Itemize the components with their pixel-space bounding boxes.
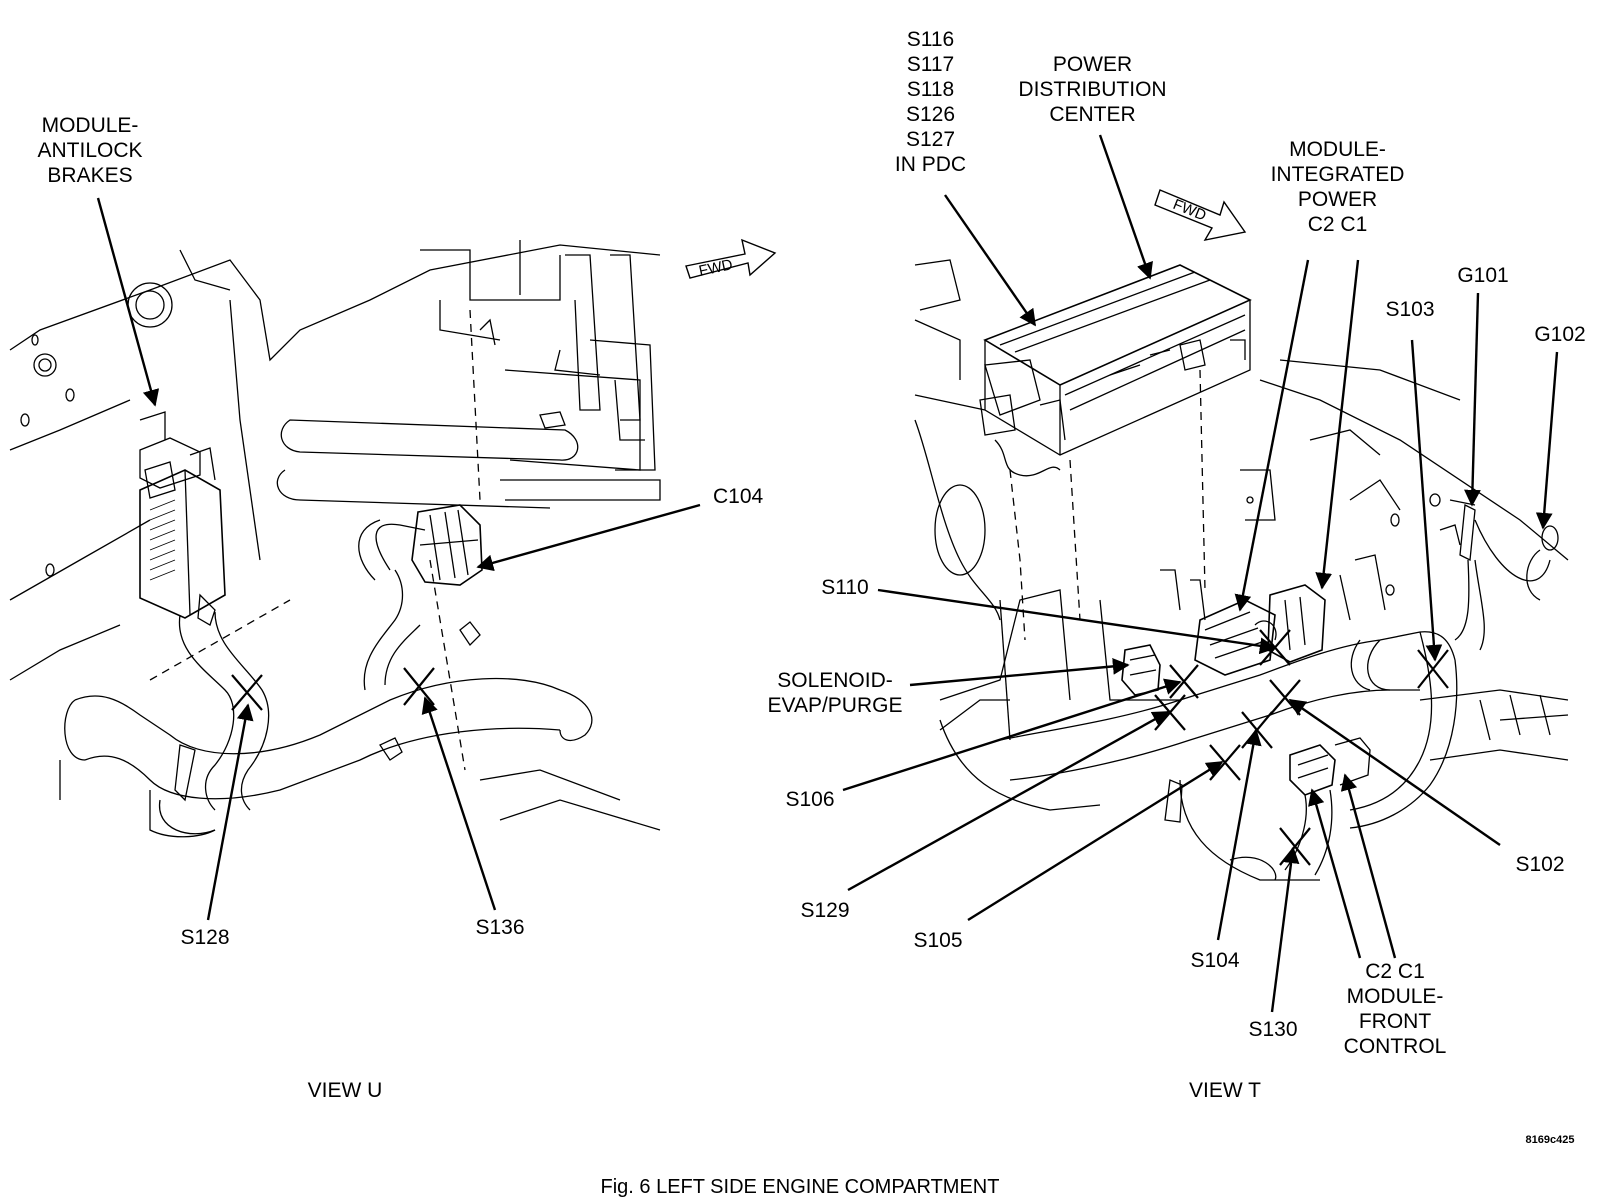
label-s103: S103 [1385, 298, 1435, 321]
figure-code: 8169c425 [1525, 1134, 1575, 1146]
label-s104: S104 [1190, 949, 1240, 972]
label-c104: C104 [713, 485, 764, 508]
leader-s129 [847, 710, 1170, 892]
view-u-drawing [9, 240, 661, 838]
leader-fcm-c2 [1308, 788, 1362, 959]
leader-pdc [1098, 134, 1153, 280]
label-s136: S136 [475, 916, 525, 939]
leader-s130 [1270, 846, 1300, 1013]
leader-fcm-c1 [1340, 773, 1397, 959]
leader-s103 [1410, 339, 1443, 662]
label-pdc: POWER DISTRIBUTION CENTER [1018, 53, 1167, 126]
label-g102: G102 [1534, 323, 1586, 346]
label-s130: S130 [1248, 1018, 1298, 1041]
view-u-title: VIEW U [307, 1079, 383, 1102]
view-t-drawing [914, 259, 1569, 881]
label-fcm: C2 C1 MODULE- FRONT CONTROL [1343, 960, 1447, 1058]
label-abs-module: MODULE- ANTILOCK BRAKES [37, 114, 143, 187]
label-ipm: MODULE- INTEGRATED POWER C2 C1 [1270, 138, 1405, 236]
leader-s106 [842, 678, 1182, 792]
leader-s110 [877, 588, 1277, 655]
view-u-fwd-text: FWD [697, 256, 734, 280]
leader-s104 [1216, 728, 1262, 941]
leader-ipm-c1 [1315, 259, 1360, 590]
label-g101: G101 [1457, 264, 1509, 287]
view-u-fwd-arrow: FWD [685, 238, 777, 280]
view-t-leaders [842, 134, 1559, 1013]
abs-module-pins [149, 499, 176, 581]
leader-ipm-c2 [1234, 259, 1310, 612]
label-s105: S105 [913, 929, 963, 952]
view-t-fwd-text: FWD [1171, 196, 1209, 225]
view-t-title: VIEW T [1189, 1079, 1261, 1102]
leader-abs-module [96, 197, 160, 407]
label-s128: S128 [180, 926, 230, 949]
label-s102: S102 [1515, 853, 1565, 876]
leader-g102 [1535, 351, 1559, 530]
leader-c104 [476, 503, 701, 572]
leader-g101 [1464, 292, 1481, 507]
leader-s102 [1288, 699, 1501, 846]
label-pdc-splices: S116 S117 S118 S126 S127 IN PDC [894, 28, 967, 176]
label-solenoid-evap-purge: SOLENOID- EVAP/PURGE [767, 669, 903, 717]
view-t-fwd-arrow: FWD [1154, 189, 1247, 241]
label-s106: S106 [785, 788, 835, 811]
figure-caption: Fig. 6 LEFT SIDE ENGINE COMPARTMENT [600, 1176, 1000, 1198]
view-u-leaders [96, 197, 701, 921]
leader-s105 [967, 760, 1224, 922]
label-s110: S110 [821, 576, 869, 599]
leader-s136 [421, 696, 497, 911]
label-s129: S129 [800, 899, 850, 922]
leader-s128 [206, 703, 254, 921]
leader-pdc-splices [944, 194, 1036, 327]
leader-solenoid [909, 658, 1130, 687]
